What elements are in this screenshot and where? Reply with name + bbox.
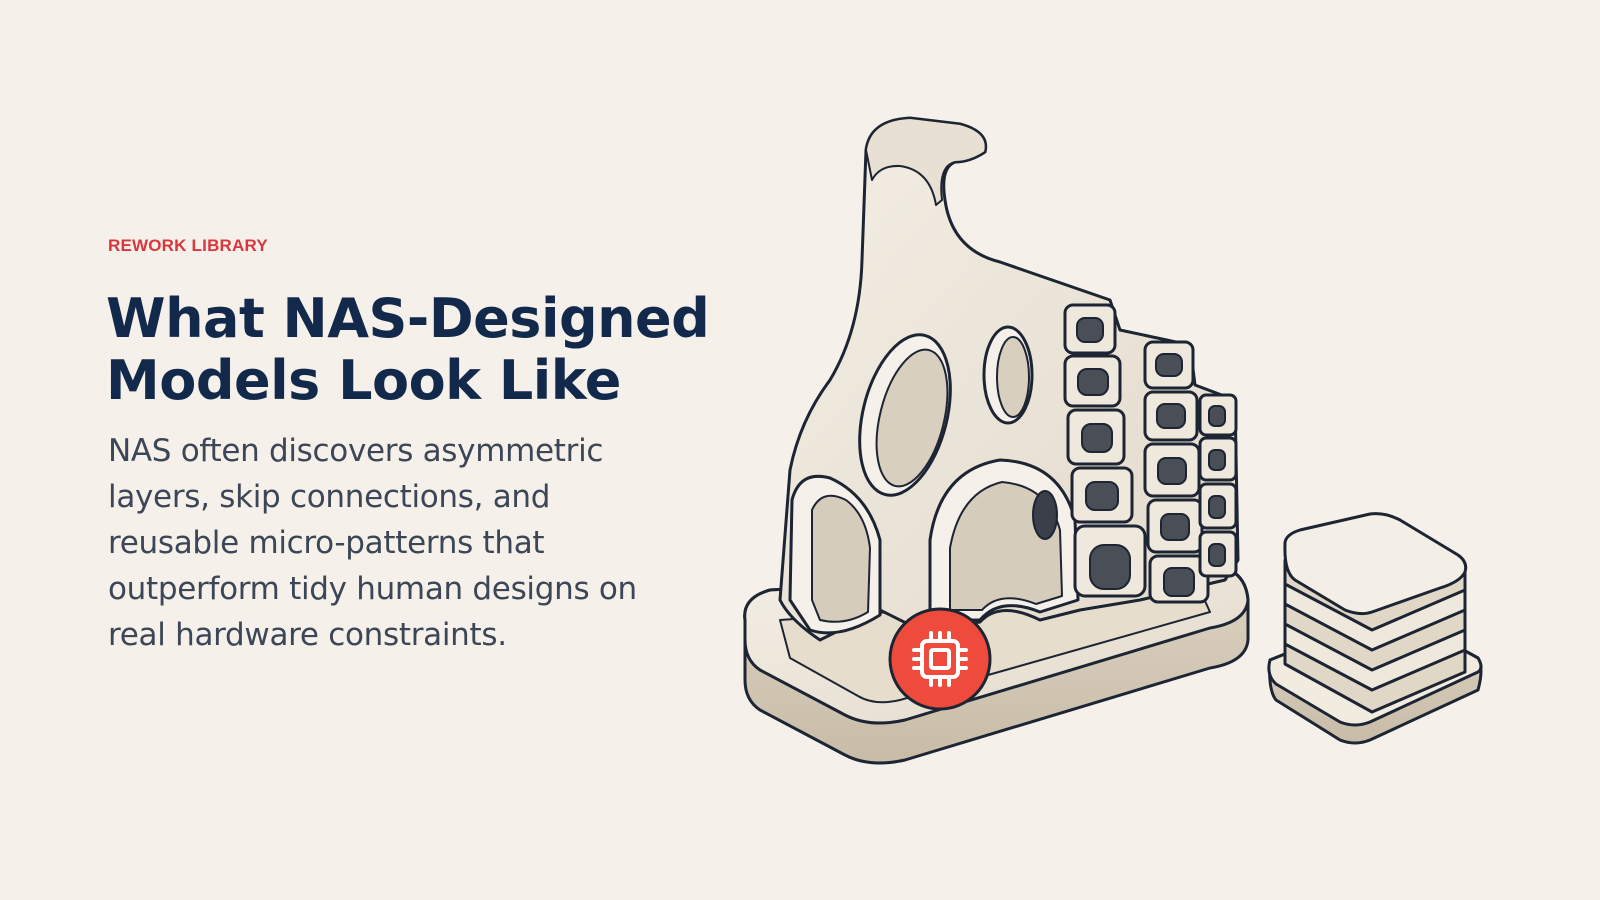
layer-stack: [1267, 512, 1483, 745]
slide-title: What NAS-Designed Models Look Like: [106, 287, 710, 412]
slide-body-text: NAS often discovers asymmetric layers, s…: [108, 433, 637, 653]
cell-holes: [1076, 317, 1226, 597]
eyebrow-label: REWORK LIBRARY: [108, 236, 268, 255]
chip-icon: [888, 607, 992, 711]
nas-architecture-illustration: [743, 116, 1483, 765]
